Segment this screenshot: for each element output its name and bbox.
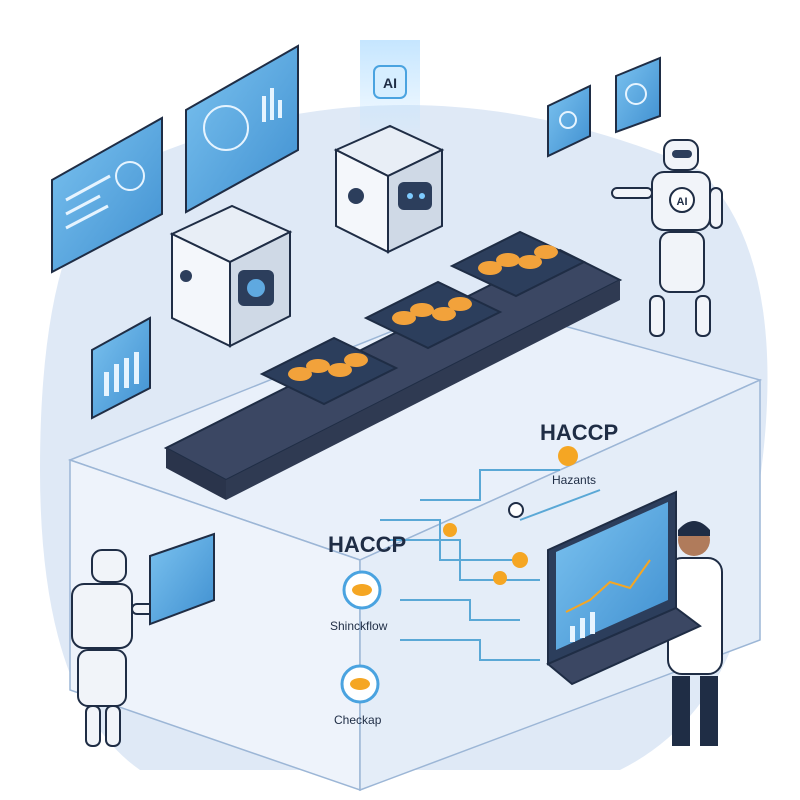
ai-hologram: AI (360, 40, 420, 150)
checkap-label: Checkap (334, 713, 382, 727)
flask-icon (508, 502, 524, 518)
food-tray-3 (449, 230, 587, 298)
scanner-machine (169, 204, 293, 348)
robot-chest-label: AI (677, 196, 688, 208)
floating-panel-left (51, 116, 163, 274)
robot-left (71, 532, 215, 747)
bar-chart-icon (104, 372, 109, 396)
hazards-icon (558, 446, 578, 466)
shield-icon (203, 105, 249, 151)
haccp-title-side: HACCP (328, 532, 406, 557)
food-tray-2 (363, 280, 503, 350)
haccp-flow-lines (380, 469, 601, 661)
hazard-node (493, 571, 507, 585)
food-tray-1 (259, 336, 399, 406)
haccp-title-top: HACCP (540, 420, 618, 445)
floating-panel-right-top (615, 56, 661, 134)
ai-badge-label: AI (383, 75, 397, 91)
robot-right: AI (611, 139, 723, 337)
hazard-node (512, 552, 528, 568)
shiftflow-label: Shinckflow (330, 619, 388, 633)
floating-panel-dashboard (185, 44, 299, 214)
floating-panel-chart-left (91, 316, 151, 420)
hazard-node (443, 523, 457, 537)
ai-control-unit (333, 124, 445, 254)
technician (667, 521, 723, 746)
laptop (546, 490, 702, 686)
floating-panel-right-small (547, 84, 591, 158)
hazards-label: Hazants (552, 473, 596, 487)
ai-chip-icon (373, 65, 407, 99)
